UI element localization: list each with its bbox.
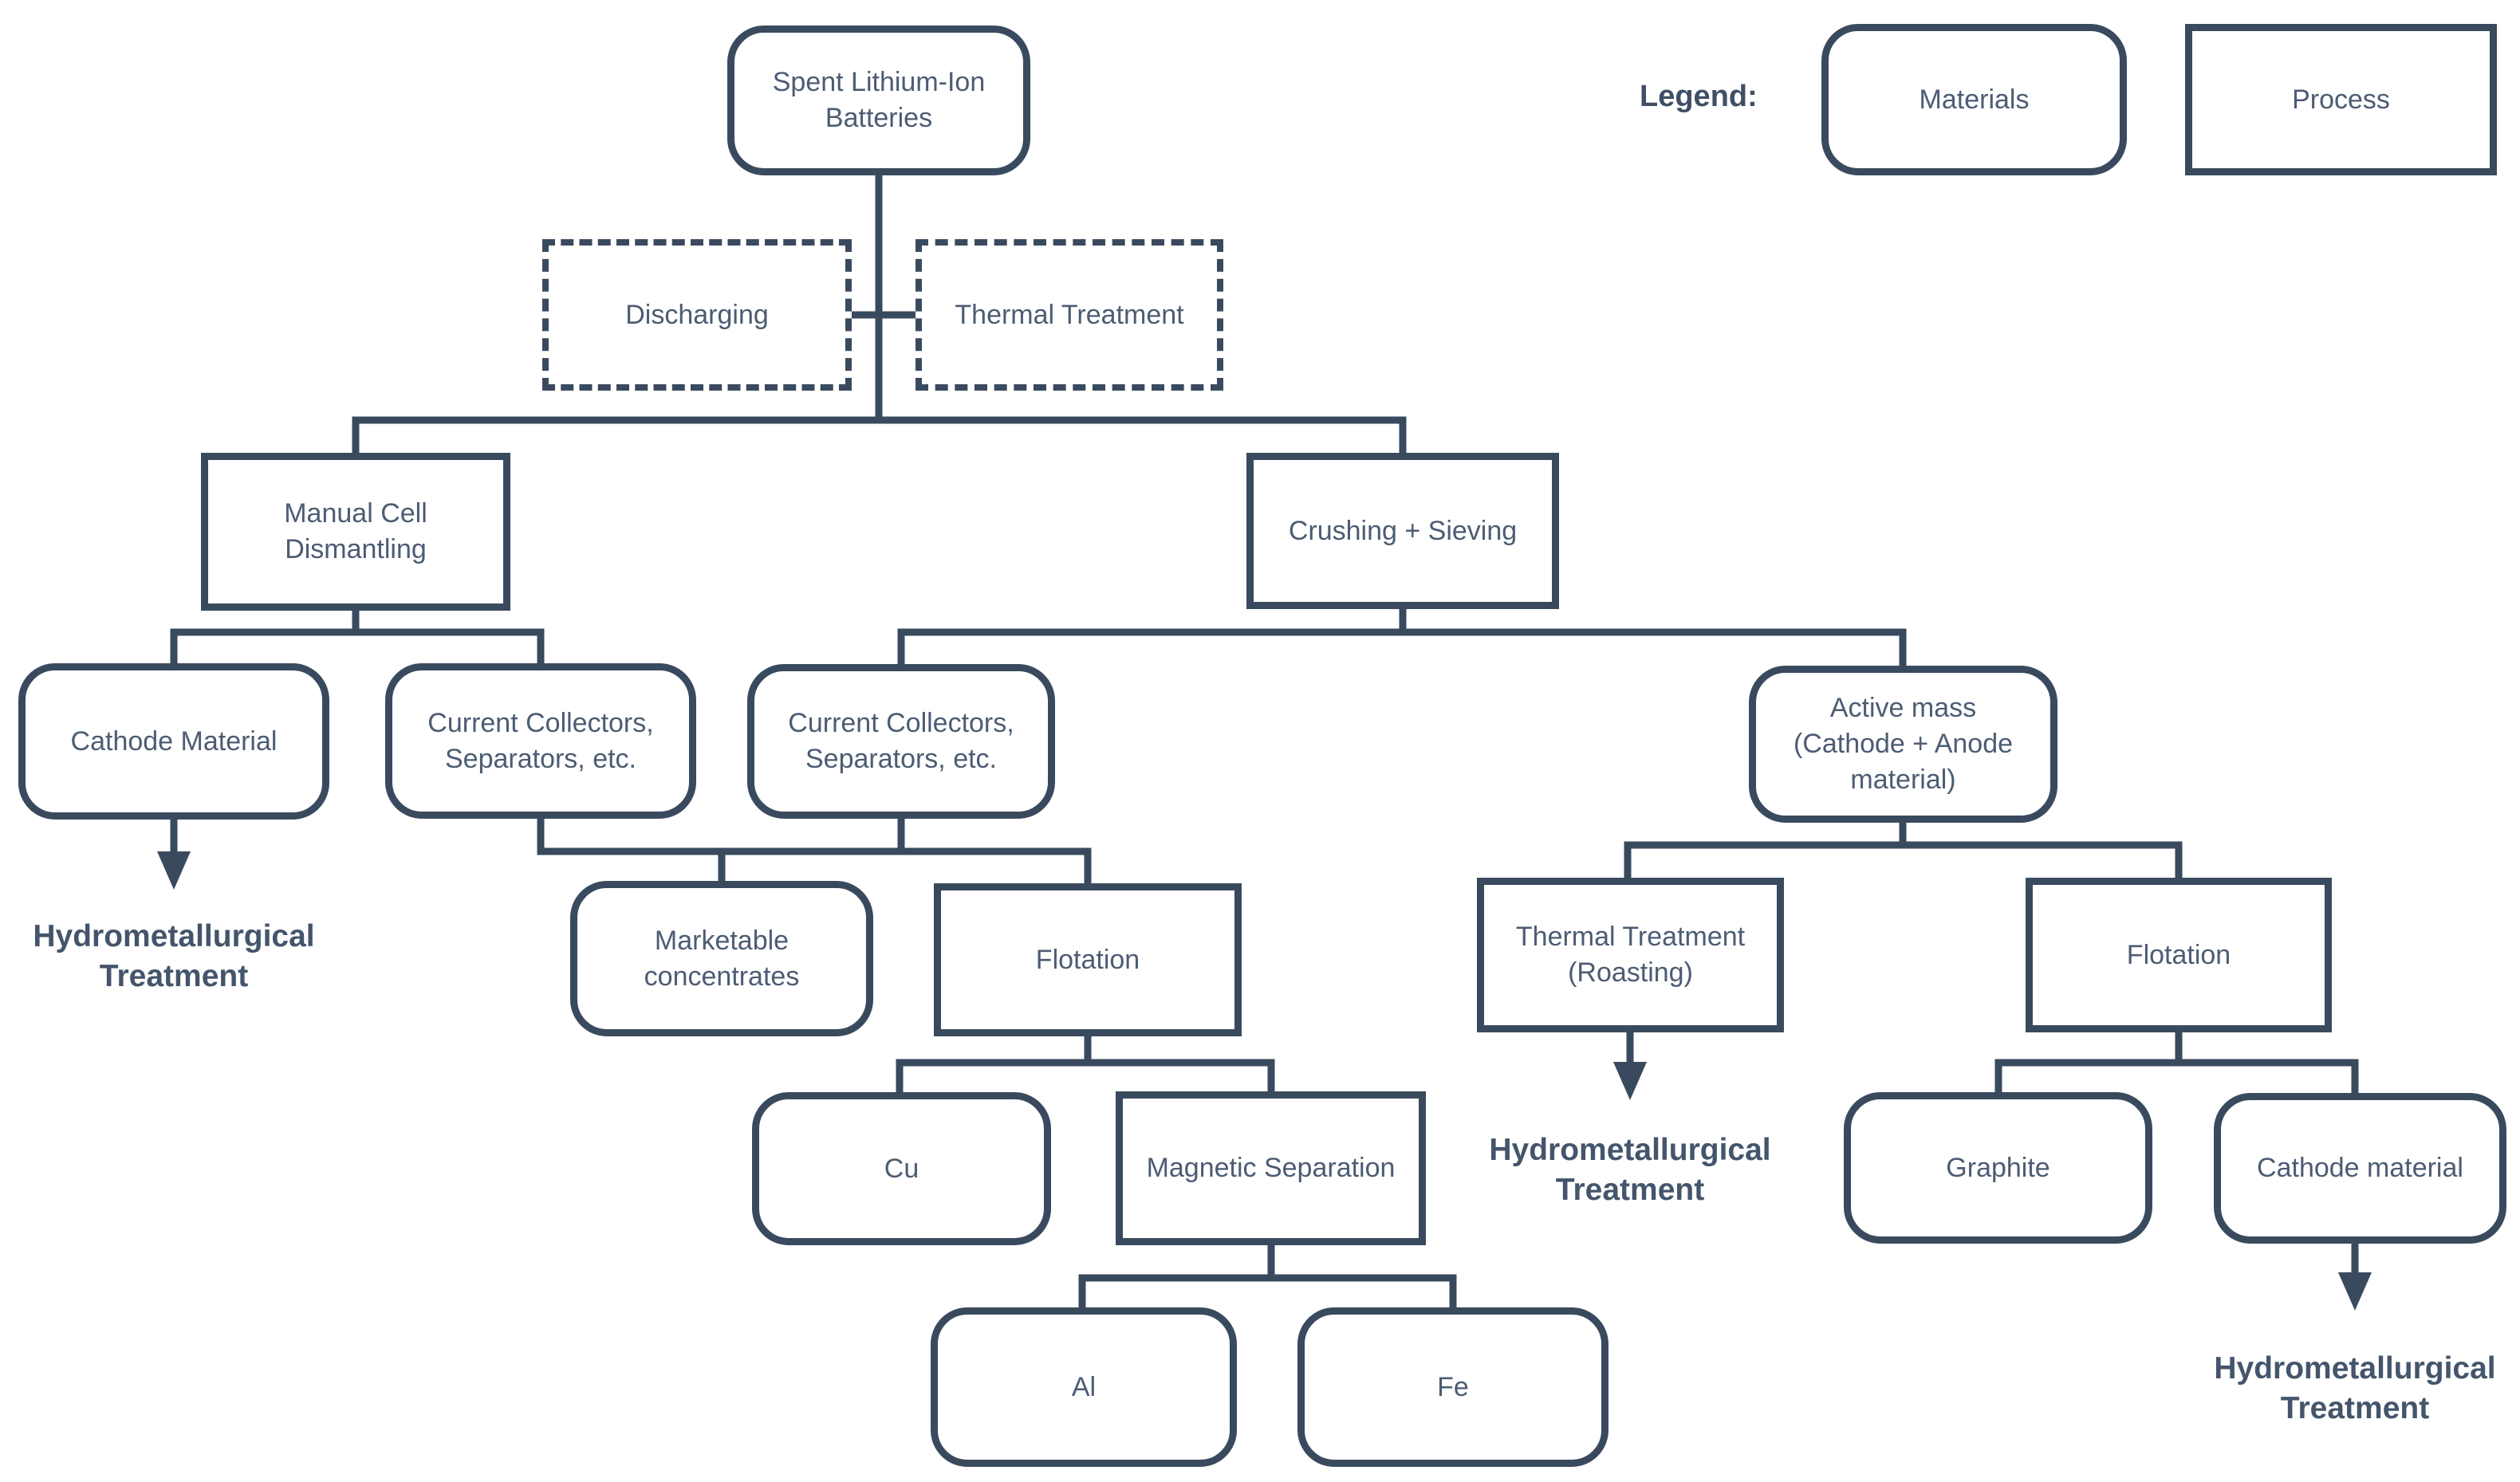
arrowhead-cathode1 <box>157 851 191 890</box>
node-al: Al <box>931 1307 1237 1467</box>
node-magnetic-separation: Magnetic Separation <box>1116 1091 1426 1245</box>
node-active-mass: Active mass (Cathode + Anode material) <box>1749 666 2057 823</box>
arrowhead-roasting <box>1613 1062 1647 1100</box>
node-flotation-right: Flotation <box>2026 878 2332 1032</box>
node-cu: Cu <box>752 1092 1051 1245</box>
connector-cc-join <box>537 819 1092 883</box>
node-current-collectors-2: Current Collectors, Separators, etc. <box>747 664 1055 819</box>
connector-flotation-left-split <box>896 1059 1275 1092</box>
outcome-hydrometallurgical-mid: Hydrometallurgical Treatment <box>1489 1133 1771 1207</box>
node-spent-lithium-ion-batteries: Spent Lithium-Ion Batteries <box>727 26 1030 175</box>
node-cathode-material-right: Cathode material <box>2214 1093 2506 1244</box>
node-cathode-material-left: Cathode Material <box>18 663 329 820</box>
node-crushing-sieving: Crushing + Sieving <box>1246 453 1559 609</box>
connector-split-1 <box>352 416 1407 453</box>
legend-label: Legend: <box>1640 80 1758 113</box>
outcome-hydrometallurgical-right: Hydrometallurgical Treatment <box>2214 1351 2496 1425</box>
node-graphite: Graphite <box>1844 1092 2152 1244</box>
node-marketable-concentrates: Marketable concentrates <box>570 881 873 1036</box>
connector-flotation-right-split <box>1994 1059 2359 1093</box>
outcome-hydrometallurgical-left: Hydrometallurgical Treatment <box>33 919 315 993</box>
connector-active-split <box>1624 841 2183 878</box>
node-discharging: Discharging <box>542 239 852 391</box>
arrowhead-cathode2 <box>2338 1272 2372 1311</box>
node-thermal-treatment-roasting: Thermal Treatment (Roasting) <box>1477 878 1784 1032</box>
node-thermal-treatment-option: Thermal Treatment <box>915 239 1223 391</box>
legend-process-box: Process <box>2185 24 2497 175</box>
connector-magnetic-split <box>1078 1274 1457 1307</box>
connector-crushing-split <box>897 628 1907 666</box>
connector-manual-split <box>170 628 545 663</box>
node-fe: Fe <box>1297 1307 1608 1467</box>
node-flotation-left: Flotation <box>934 883 1242 1036</box>
node-manual-cell-dismantling: Manual Cell Dismantling <box>201 453 510 611</box>
legend-materials-box: Materials <box>1821 24 2127 175</box>
node-current-collectors-1: Current Collectors, Separators, etc. <box>385 663 696 819</box>
